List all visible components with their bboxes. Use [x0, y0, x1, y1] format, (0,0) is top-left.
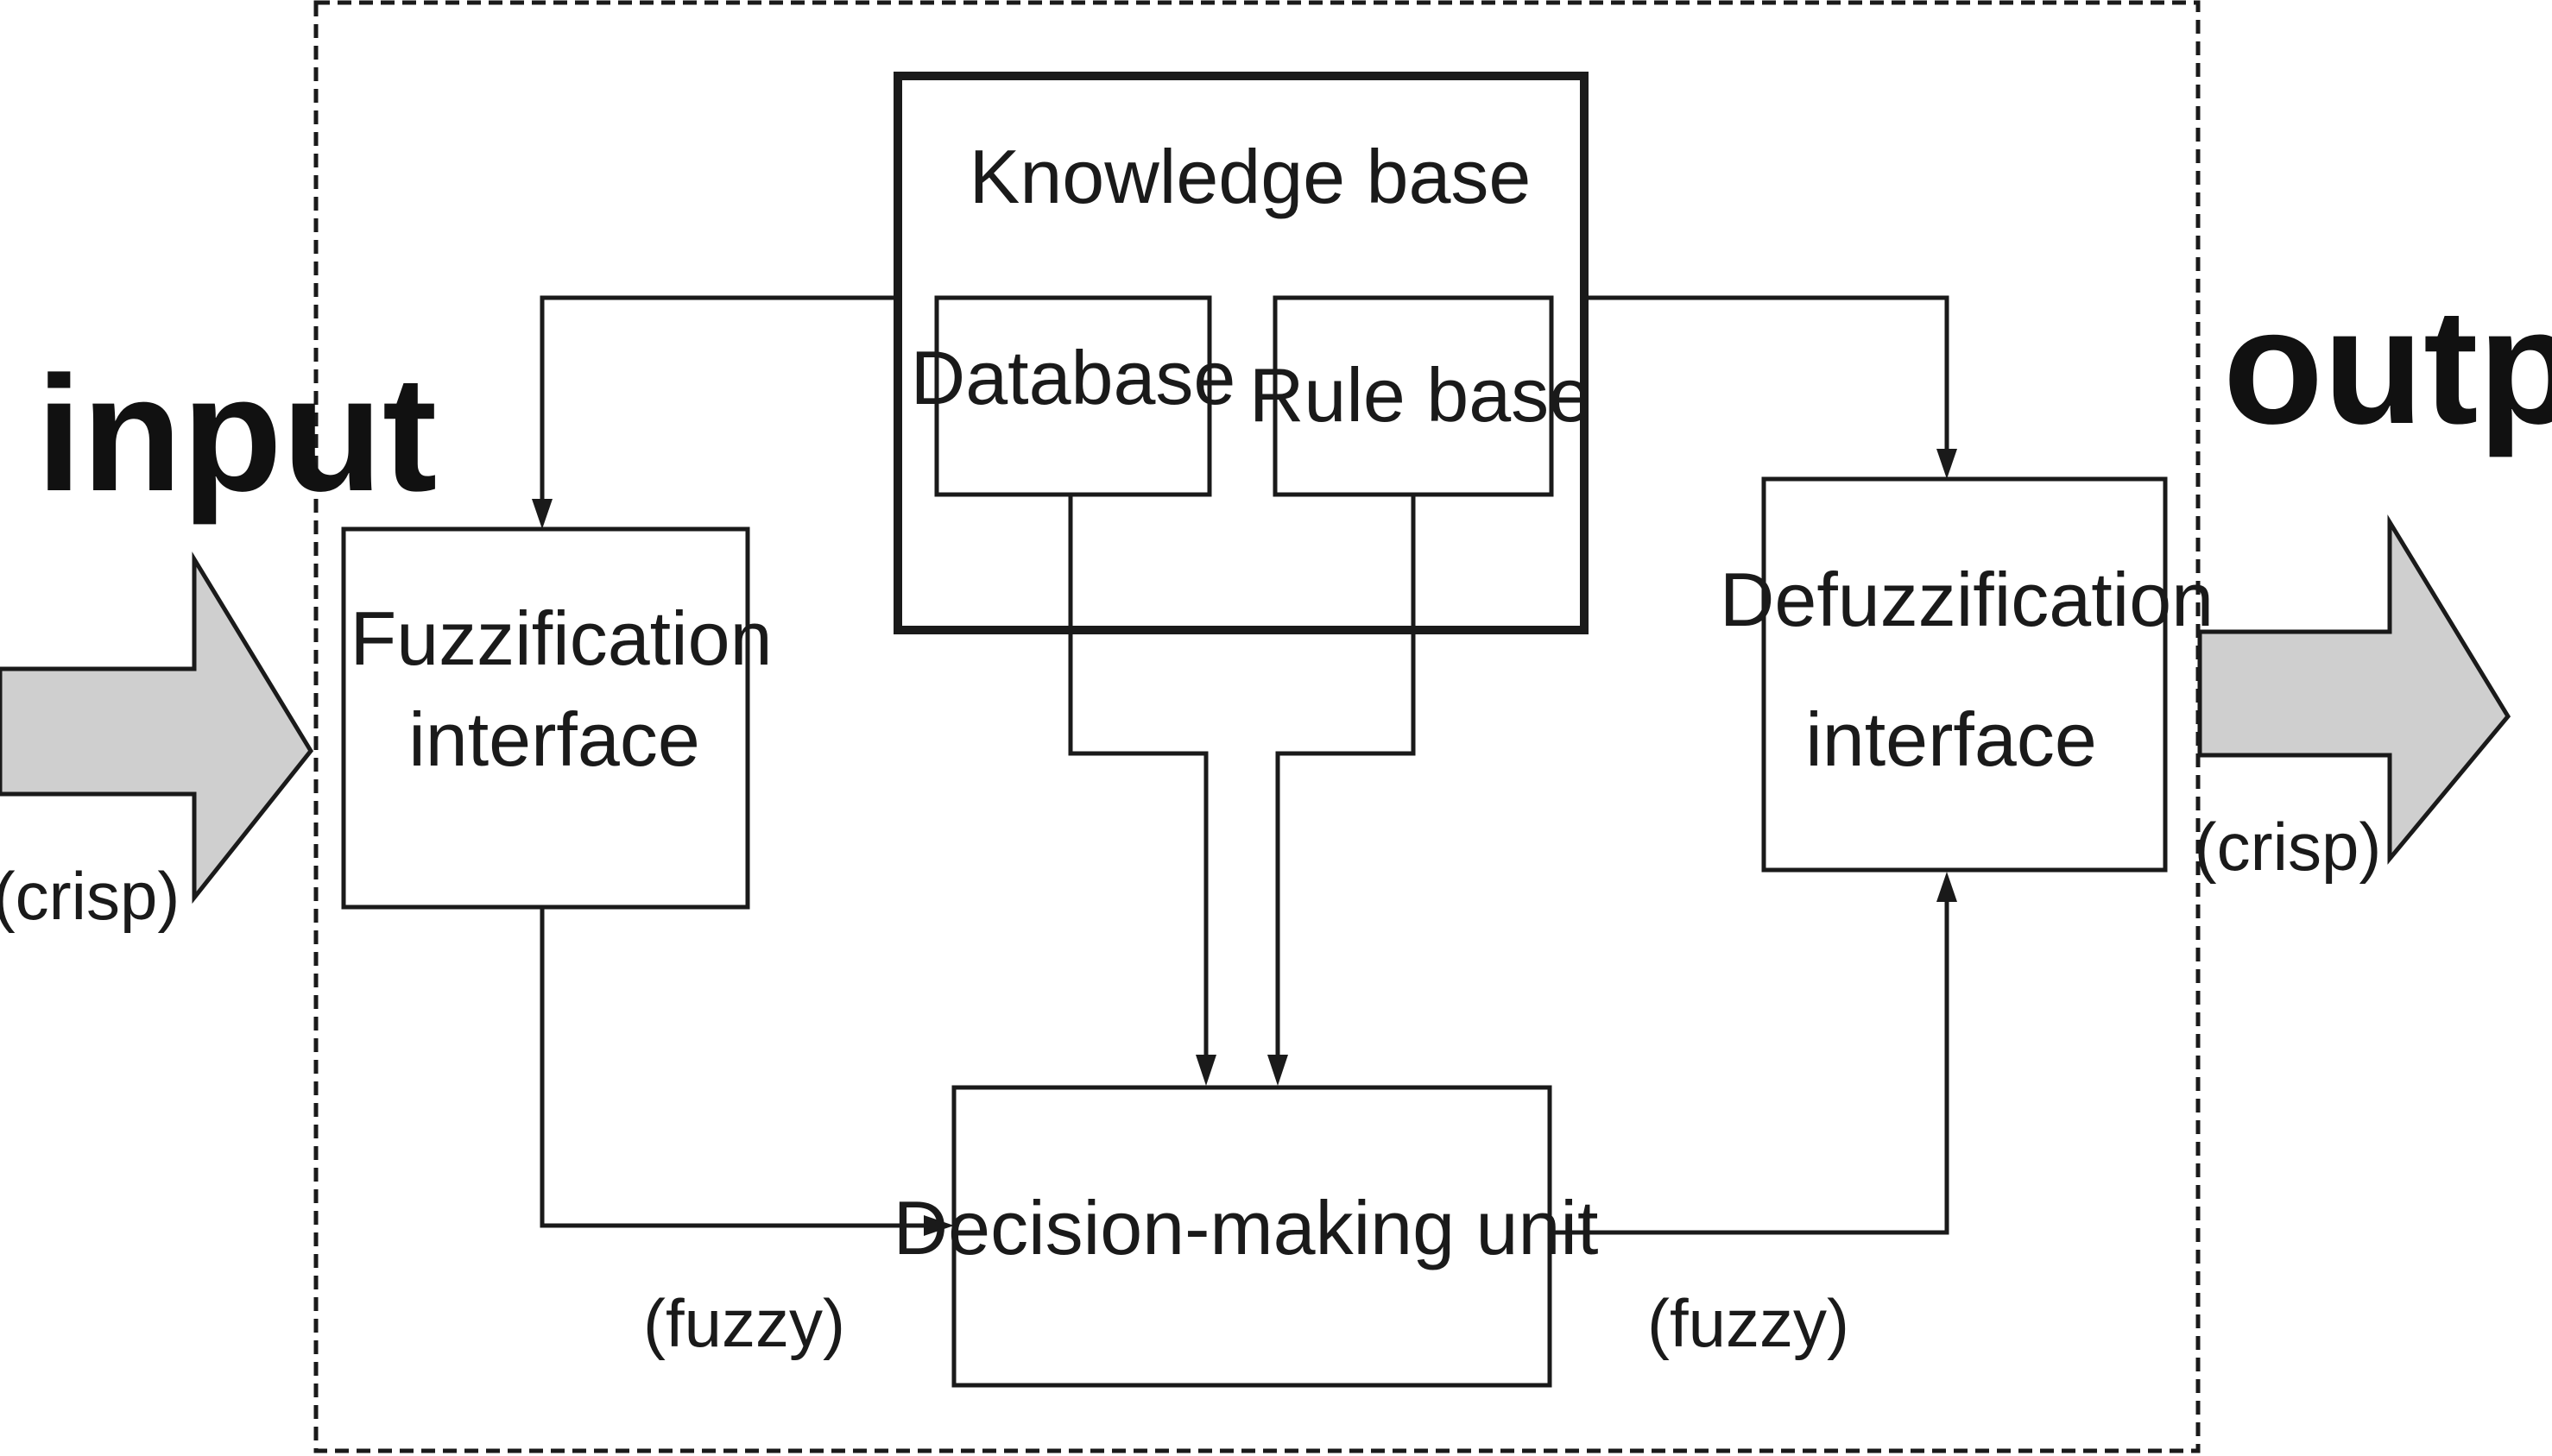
decision-making-unit-label: Decision-making unit	[894, 1185, 1599, 1270]
decision-to-defuzzification-arrowhead	[1936, 872, 1957, 902]
fuzzy-left-label: (fuzzy)	[643, 1285, 845, 1361]
output-arrow	[2197, 514, 2511, 865]
defuzzification-interface-box	[1761, 476, 2168, 873]
rule-base-label: Rule base	[1249, 352, 1591, 438]
database-box	[934, 295, 1212, 497]
kb-to-fuzzification-arrowhead	[532, 499, 553, 529]
rule-base-box	[1273, 295, 1554, 497]
output-label: output	[2223, 275, 2552, 458]
input-crisp-label: (crisp)	[0, 858, 180, 934]
fuzzification-label-line2: interface	[408, 696, 700, 782]
database-label: Database	[911, 335, 1236, 420]
kb-to-defuzzification-arrowhead	[1936, 449, 1957, 479]
database-to-decision-line	[1068, 495, 1209, 1057]
decision-making-unit-box	[951, 1085, 1552, 1388]
knowledge-base-title: Knowledge base	[970, 134, 1532, 219]
database-to-decision-arrowhead	[1196, 1055, 1216, 1086]
decision-to-defuzzification-line	[1550, 899, 1949, 1235]
fuzzification-label-line1: Fuzzification	[350, 596, 772, 681]
input-label: input	[36, 343, 437, 526]
defuzzification-label-line1: Defuzzification	[1720, 557, 2214, 642]
input-arrow	[0, 552, 314, 904]
fuzzification-to-decision-line	[540, 907, 925, 1228]
fuzzification-interface-box	[341, 526, 750, 910]
output-crisp-label: (crisp)	[2195, 809, 2382, 885]
system-boundary	[313, 0, 2201, 1453]
fuzzy-right-label: (fuzzy)	[1647, 1285, 1849, 1361]
rulebase-to-decision-line	[1275, 495, 1416, 1057]
rulebase-to-decision-arrowhead	[1267, 1055, 1288, 1086]
kb-to-fuzzification-line	[540, 295, 898, 501]
fuzzification-to-decision-arrowhead	[924, 1215, 954, 1236]
defuzzification-label-line2: interface	[1805, 696, 2097, 782]
kb-to-defuzzification-line	[1584, 295, 1949, 451]
